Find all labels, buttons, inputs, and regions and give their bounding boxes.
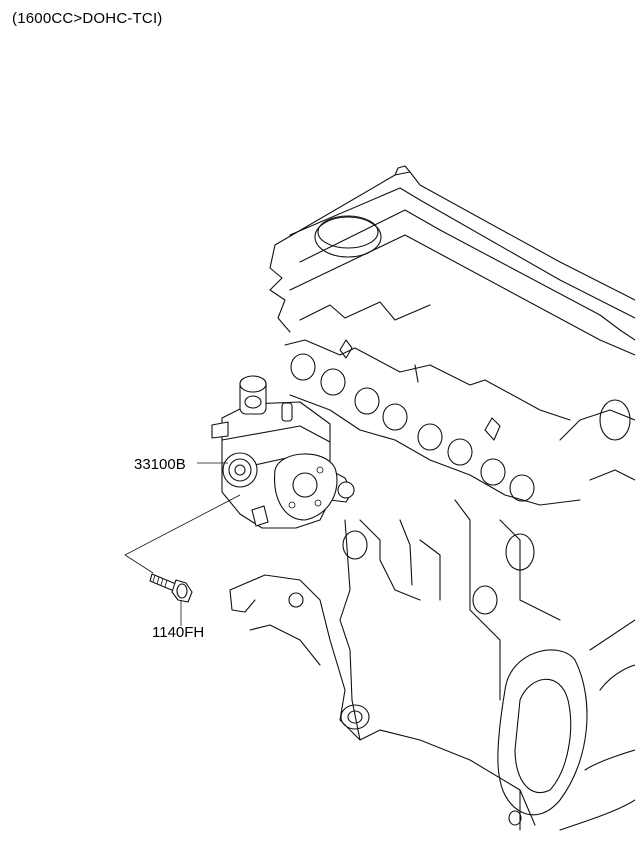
callout-label-pump: 33100B [134, 456, 186, 473]
leader-lines [124, 462, 241, 626]
high-pressure-fuel-pump [211, 375, 355, 529]
engine-variant-title: (1600CC>DOHC-TCI) [12, 10, 163, 27]
callout-label-bolt: 1140FH [152, 624, 205, 641]
manifold-ports [290, 353, 631, 502]
flange-bolt [149, 573, 193, 603]
engine-block [229, 165, 635, 831]
